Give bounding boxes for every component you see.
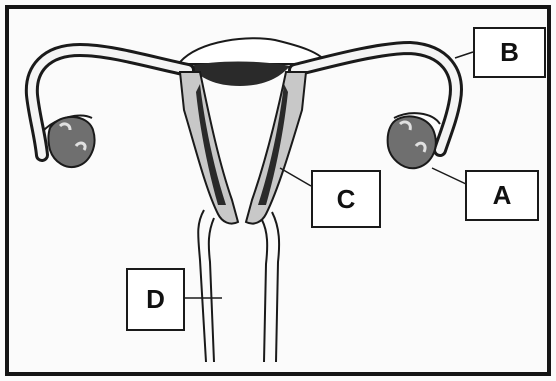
label-c-text: C <box>337 184 356 215</box>
pointer-b <box>455 52 473 58</box>
uterine-cavity <box>190 62 290 87</box>
left-ovary <box>49 117 95 167</box>
pointer-c <box>280 168 311 186</box>
pointer-a <box>432 168 466 184</box>
label-box-d: D <box>126 268 185 331</box>
vagina-right-wall <box>272 212 279 362</box>
label-a-text: A <box>493 180 512 211</box>
label-box-b: B <box>473 27 546 78</box>
label-box-a: A <box>465 170 539 221</box>
label-box-c: C <box>311 170 381 228</box>
right-ovary <box>388 116 436 168</box>
label-b-text: B <box>500 37 519 68</box>
vagina-left-wall <box>198 210 206 362</box>
label-d-text: D <box>146 284 165 315</box>
